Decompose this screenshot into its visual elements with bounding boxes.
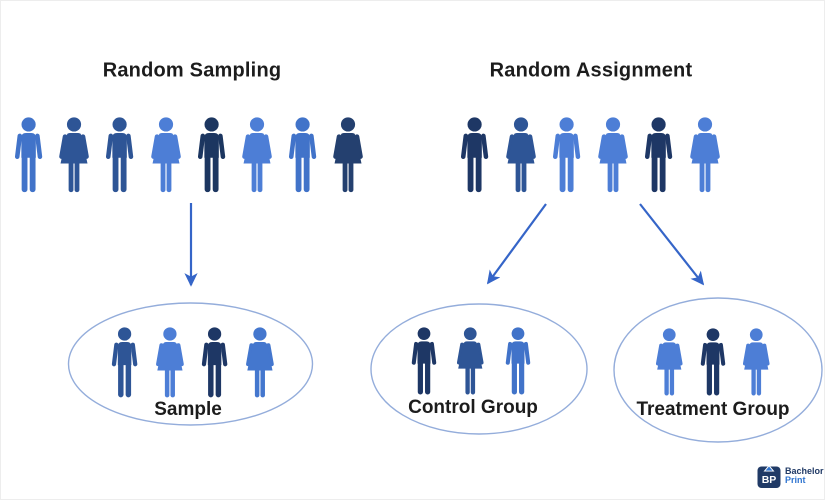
person-icon-female [655, 328, 683, 396]
control-group-label: Control Group [408, 397, 538, 418]
person-icon-male [201, 327, 228, 398]
random-sampling-title: Random Sampling [102, 59, 282, 82]
person-slot [544, 117, 590, 195]
person-slot [237, 327, 282, 400]
person-slot [102, 327, 147, 400]
brand-name-top: Bachelor [785, 466, 824, 477]
treatment-group-label: Treatment Group [636, 399, 790, 420]
person-slot [452, 117, 498, 195]
person-slot [498, 117, 544, 195]
person-icon-male [505, 327, 530, 395]
person-icon-female [242, 117, 272, 193]
assignment-population-row [452, 117, 728, 195]
person-icon-male [106, 117, 134, 193]
person-icon-male [197, 117, 225, 193]
person-slot [52, 117, 98, 195]
person-icon-female [598, 117, 628, 193]
assignment-arrow-control [486, 203, 547, 285]
person-slot [590, 117, 636, 195]
sample-label: Sample [154, 399, 222, 420]
person-icon-female [506, 117, 536, 193]
person-slot [189, 117, 235, 195]
person-slot [143, 117, 189, 195]
person-slot [6, 117, 52, 195]
person-slot [234, 117, 280, 195]
brand-name-bottom: Print [785, 474, 806, 485]
person-icon-male [288, 117, 317, 193]
person-icon-male [461, 117, 489, 193]
person-icon-female [150, 117, 181, 193]
person-slot [682, 117, 728, 195]
person-slot [325, 117, 371, 195]
random-assignment-title: Random Assignment [489, 59, 693, 82]
person-slot [192, 327, 237, 400]
person-icon-male [411, 327, 436, 395]
person-icon-male [15, 117, 43, 193]
person-icon-female [155, 327, 184, 398]
person-icon-male [111, 327, 138, 398]
person-slot [447, 327, 494, 397]
person-icon-female [333, 117, 363, 193]
treatment-group-members-row [647, 328, 778, 400]
person-slot [636, 117, 682, 195]
sample-members-row [102, 327, 282, 401]
logo-letters: BP [762, 474, 777, 486]
person-icon-male [700, 328, 725, 396]
person-slot [400, 327, 447, 397]
person-icon-female [690, 117, 720, 193]
person-slot [97, 117, 143, 195]
person-icon-male [553, 117, 581, 193]
person-slot [647, 328, 691, 398]
person-slot [734, 328, 778, 398]
person-icon-female [59, 117, 90, 193]
brand-logo: BP Bachelor Print [756, 462, 824, 490]
assignment-arrow-treatment [639, 203, 705, 286]
control-group-members-row [400, 327, 541, 399]
open-book-logo-icon: BP [757, 465, 781, 488]
person-slot [280, 117, 326, 195]
person-icon-female [457, 327, 484, 395]
person-icon-male [645, 117, 673, 193]
person-slot [494, 327, 541, 397]
person-slot [691, 328, 735, 398]
person-icon-female [245, 327, 274, 398]
sampling-population-row [6, 117, 371, 195]
person-slot [147, 327, 192, 400]
person-icon-female [742, 328, 770, 396]
